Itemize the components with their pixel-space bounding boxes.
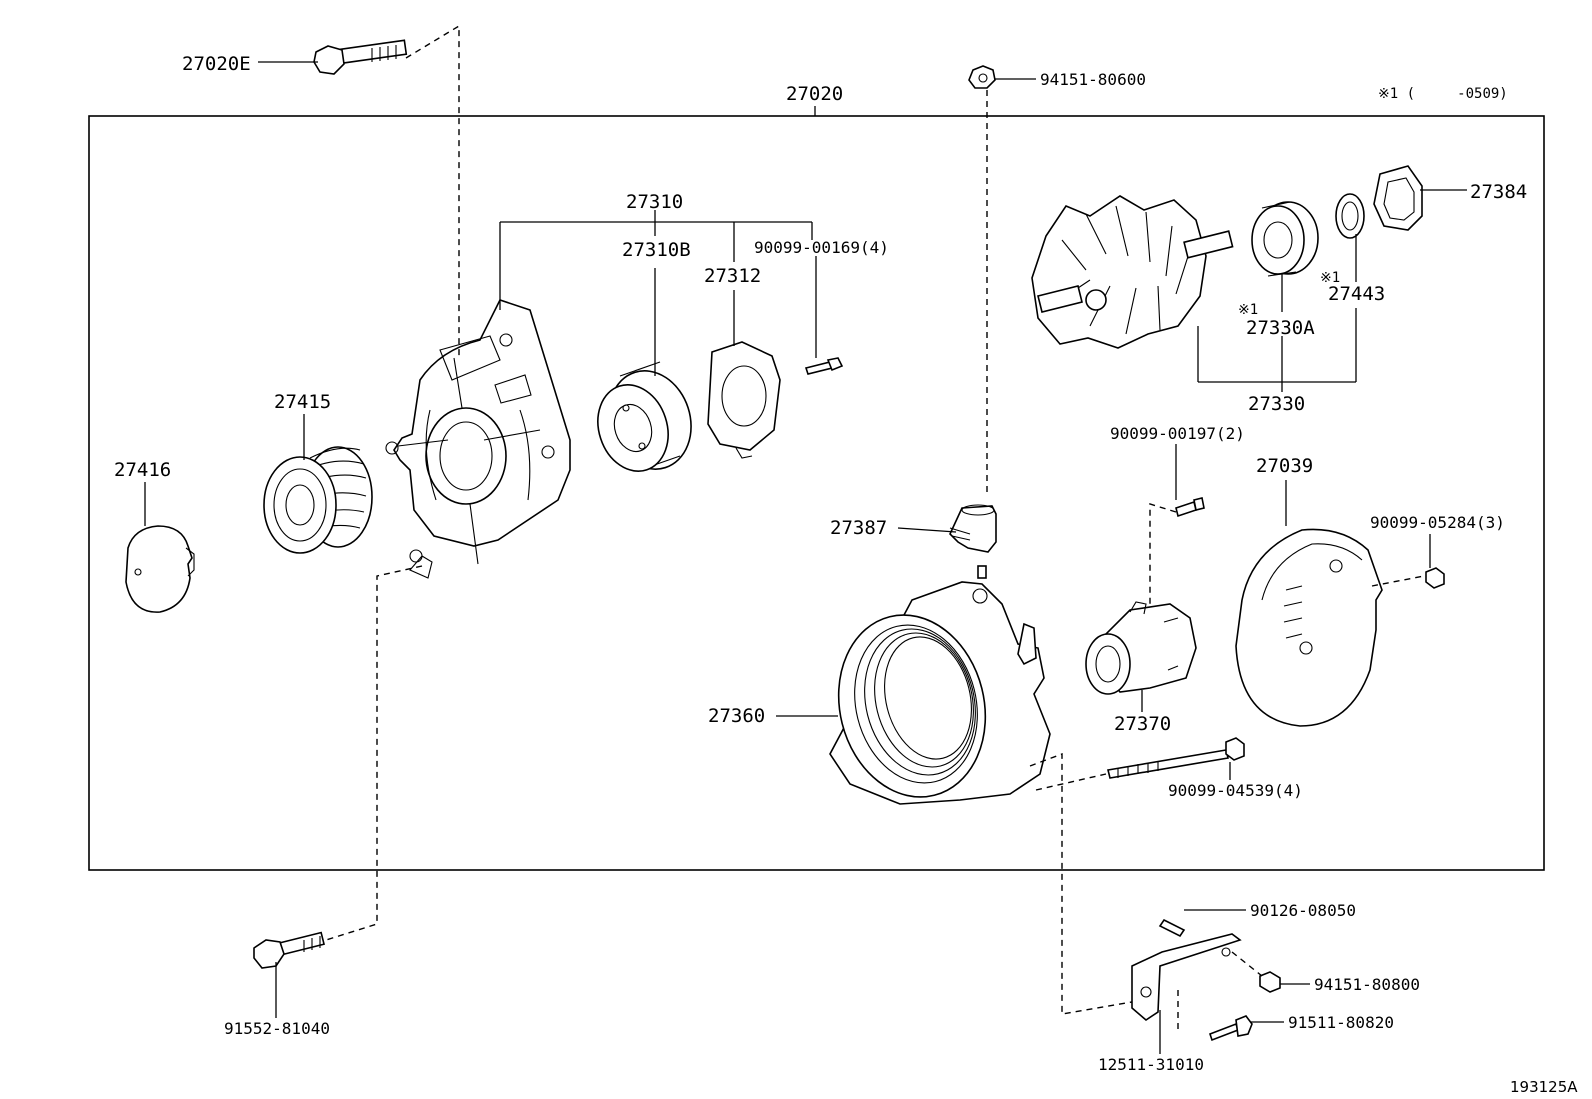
brush-holder-27370-drawing[interactable] bbox=[1085, 601, 1197, 695]
bolt-91511-80820-drawing[interactable] bbox=[1208, 1015, 1253, 1042]
stud-90126-08050-drawing[interactable] bbox=[1158, 918, 1186, 938]
label-90099-05284: 90099-05284(3) bbox=[1370, 513, 1505, 532]
label-27330a: 27330A bbox=[1246, 317, 1315, 339]
plate-27312-drawing[interactable] bbox=[707, 341, 781, 459]
label-27415: 27415 bbox=[274, 391, 331, 413]
label-90099-00197: 90099-00197(2) bbox=[1110, 424, 1245, 443]
label-27310b: 27310B bbox=[622, 239, 691, 261]
holder-27387-drawing[interactable] bbox=[949, 504, 997, 553]
ring-27443-drawing[interactable] bbox=[1335, 193, 1365, 239]
nut-90099-05284-drawing[interactable] bbox=[1425, 567, 1445, 589]
leader-lines bbox=[144, 61, 1467, 1054]
label-27387: 27387 bbox=[830, 517, 887, 539]
bearing-27330a-drawing[interactable] bbox=[1251, 201, 1319, 277]
insulator-27384-drawing[interactable] bbox=[1373, 165, 1423, 231]
nut-94151-80600-drawing[interactable] bbox=[968, 65, 996, 89]
label-91511-80820: 91511-80820 bbox=[1288, 1013, 1394, 1032]
label-note-range: ※1 ( -0509) bbox=[1378, 86, 1508, 102]
label-27360: 27360 bbox=[708, 705, 765, 727]
label-note-27443: ※1 bbox=[1320, 270, 1340, 286]
rear-cover-27039-drawing[interactable] bbox=[1235, 528, 1383, 727]
label-90099-04539: 90099-04539(4) bbox=[1168, 781, 1303, 800]
assembly-dash-lines bbox=[325, 24, 1425, 1030]
screw-90099-00169-drawing[interactable] bbox=[804, 357, 844, 375]
label-12511-31010: 12511-31010 bbox=[1098, 1055, 1204, 1074]
label-90099-00169: 90099-00169(4) bbox=[754, 238, 889, 257]
bolt-90099-04539-drawing[interactable] bbox=[1107, 737, 1245, 779]
bolt-91552-81040-drawing[interactable] bbox=[253, 931, 325, 969]
label-27039: 27039 bbox=[1256, 455, 1313, 477]
front-frame-27310-drawing[interactable] bbox=[385, 299, 571, 579]
label-27416: 27416 bbox=[114, 459, 171, 481]
label-27330: 27330 bbox=[1248, 393, 1305, 415]
label-94151-80600: 94151-80600 bbox=[1040, 70, 1146, 89]
rear-frame-27360-drawing[interactable] bbox=[820, 565, 1051, 813]
label-90126-08050: 90126-08050 bbox=[1250, 901, 1356, 920]
label-27310: 27310 bbox=[626, 191, 683, 213]
bolt-27020e-drawing[interactable] bbox=[313, 39, 408, 75]
label-note-27330a: ※1 bbox=[1238, 302, 1258, 318]
screw-90099-00197-drawing[interactable] bbox=[1175, 497, 1205, 518]
label-27443: 27443 bbox=[1328, 283, 1385, 305]
label-27020: 27020 bbox=[786, 83, 843, 105]
figure-id: 193125A bbox=[1510, 1078, 1578, 1096]
pulley-27415-drawing[interactable] bbox=[263, 446, 373, 554]
label-27384: 27384 bbox=[1470, 181, 1527, 203]
bracket-12511-31010-drawing[interactable] bbox=[1131, 933, 1242, 1022]
label-94151-80800: 94151-80800 bbox=[1314, 975, 1420, 994]
nut-94151-80800-drawing[interactable] bbox=[1259, 971, 1281, 993]
label-27312: 27312 bbox=[704, 265, 761, 287]
assembly-frame bbox=[88, 115, 1545, 871]
label-91552-81040: 91552-81040 bbox=[224, 1019, 330, 1038]
cap-27416-drawing[interactable] bbox=[125, 525, 195, 613]
bearing-27310b-drawing[interactable] bbox=[587, 360, 703, 480]
label-27370: 27370 bbox=[1114, 713, 1171, 735]
label-27020e: 27020E bbox=[182, 53, 251, 75]
rotor-27330-drawing[interactable] bbox=[1031, 195, 1234, 349]
